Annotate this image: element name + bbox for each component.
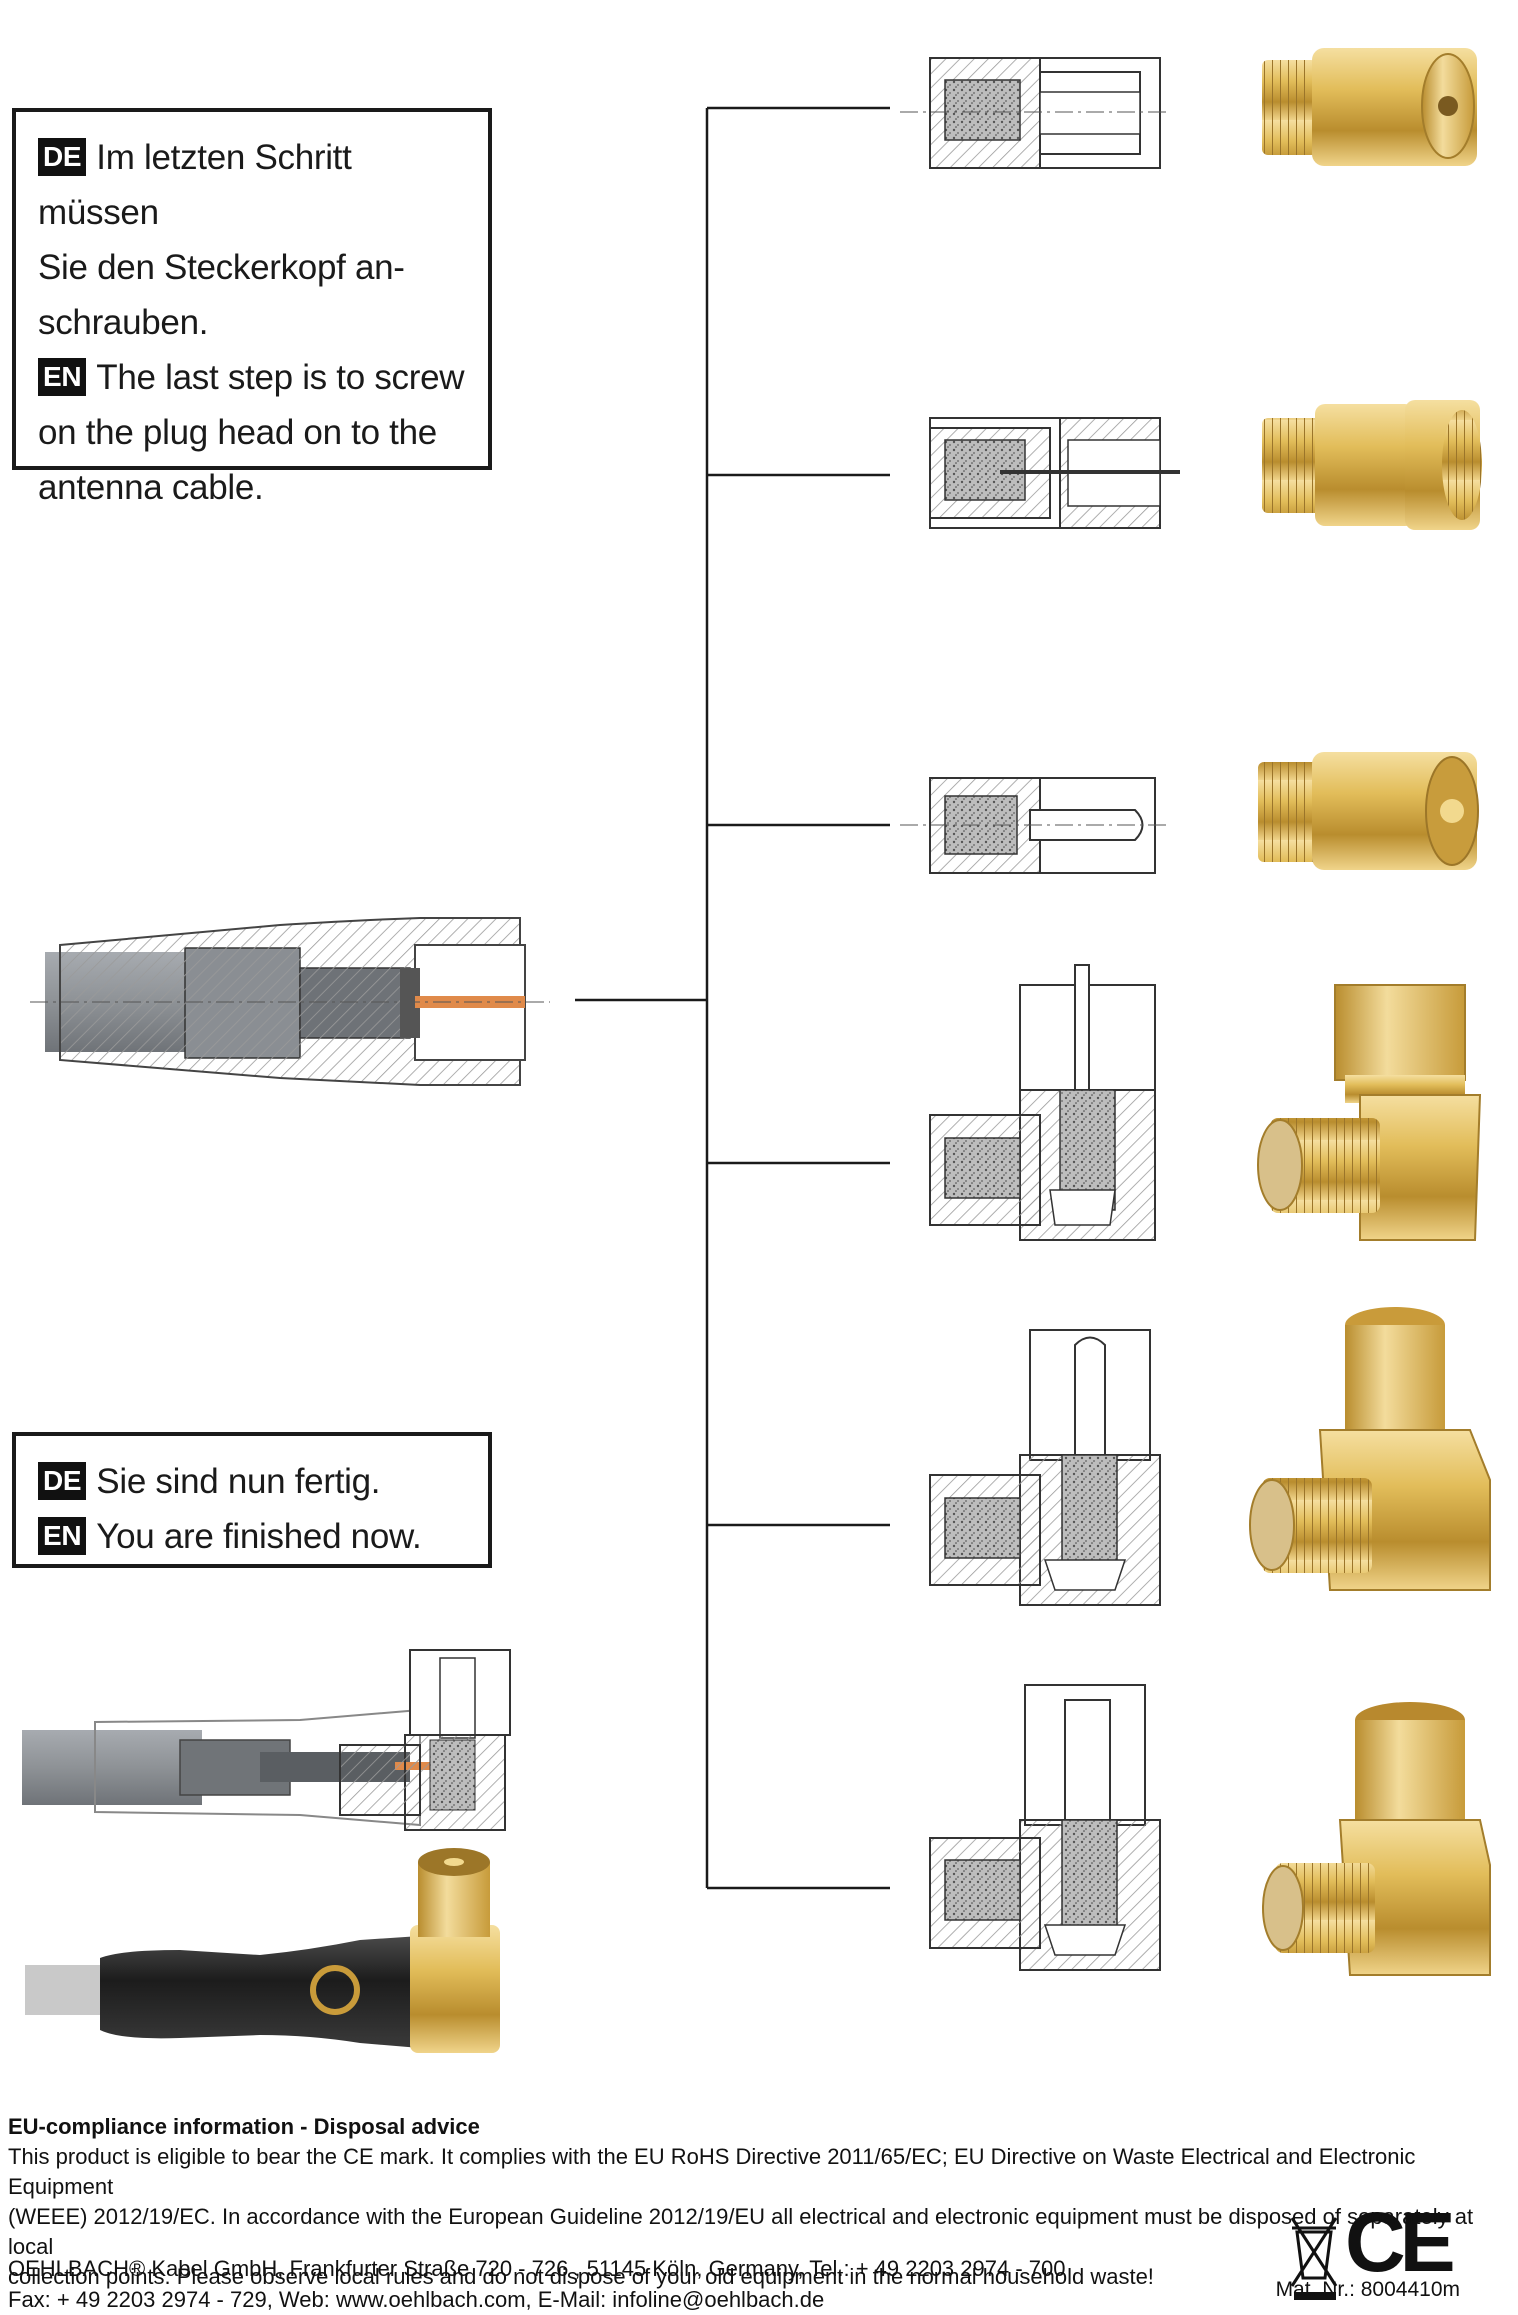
- assembled-cable-photo: [25, 1848, 500, 2053]
- photo-angled-iec-male-gold: [1249, 1307, 1491, 1591]
- assembled-cable-drawing: [22, 1649, 511, 1831]
- photo-f-male-gold: [1262, 400, 1482, 530]
- address-line-2: Fax: + 49 2203 2974 - 729, Web: www.oehl…: [8, 2287, 825, 2312]
- drawing-iec-female: [900, 57, 1170, 169]
- material-number: Mat. Nr.: 8004410m: [1275, 2278, 1460, 2301]
- en-tag: EN: [38, 358, 87, 396]
- photo-iec-female-gold: [1262, 48, 1477, 166]
- company-address: OEHLBACH® Kabel GmbH, Frankfurter Straße…: [8, 2253, 1065, 2315]
- cable-with-compression-sleeve: [30, 917, 550, 1086]
- en-line-3: antenna cable.: [38, 468, 264, 507]
- de-tag: DE: [38, 138, 87, 176]
- footer-line-2: (WEEE) 2012/19/EC. In accordance with th…: [8, 2204, 1474, 2259]
- en-tag: EN: [38, 1517, 87, 1555]
- oehlbach-logo-icon: [310, 1965, 360, 2015]
- weee-bin-icon: [1290, 2217, 1338, 2300]
- drawing-angled-iec-male: [929, 1329, 1161, 1606]
- compliance-footer: EU-compliance information - Disposal adv…: [8, 2112, 1508, 2292]
- photo-angled-iec-female-gold: [1262, 1702, 1491, 1976]
- photo-iec-male-gold: [1258, 752, 1479, 870]
- footer-heading: EU-compliance information - Disposal adv…: [8, 2114, 480, 2139]
- de-line-2: Sie den Steckerkopf an-: [38, 248, 405, 287]
- address-line-1: OEHLBACH® Kabel GmbH, Frankfurter Straße…: [8, 2256, 1066, 2281]
- drawing-f-male: [929, 417, 1180, 529]
- en-line-2: on the plug head on to the: [38, 413, 437, 452]
- footer-line-3: collection points. Please observe local …: [8, 2264, 1154, 2289]
- tree-connector: [575, 106, 890, 1890]
- ce-mark-icon: CE: [1345, 2195, 1456, 2289]
- de-line-3: schrauben.: [38, 303, 209, 342]
- drawing-angled-f: [929, 964, 1156, 1241]
- de-tag: DE: [38, 1462, 87, 1500]
- footer-line-1: This product is eligible to bear the CE …: [8, 2144, 1416, 2199]
- photo-angled-f-gold: [1257, 984, 1482, 1241]
- drawing-angled-iec-female: [929, 1684, 1161, 1971]
- drawing-iec-male: [900, 777, 1170, 874]
